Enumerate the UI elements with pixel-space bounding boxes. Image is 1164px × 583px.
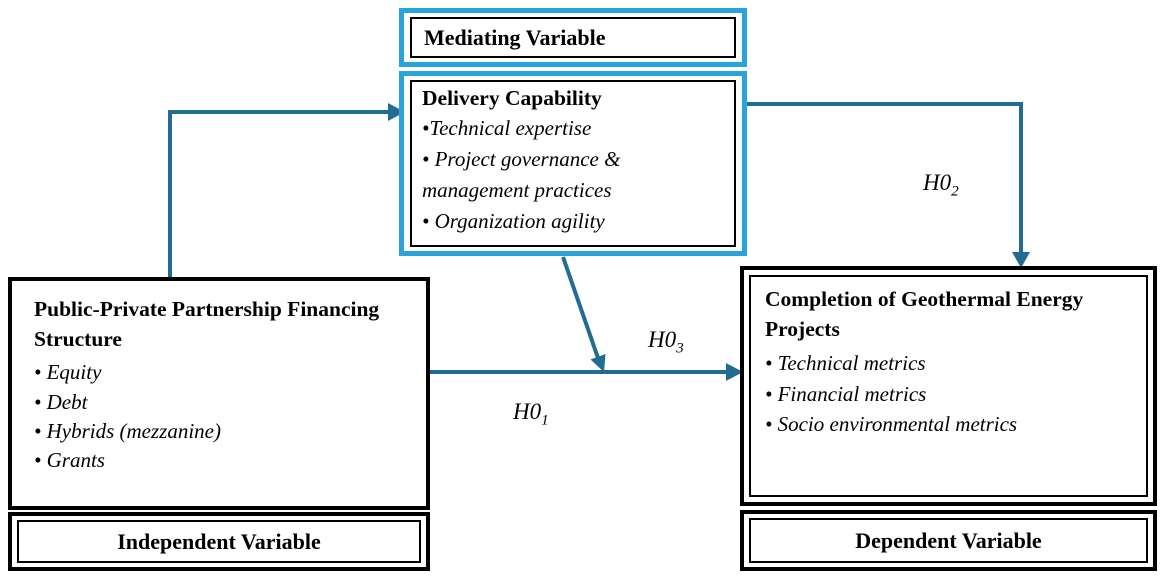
mediating-variable-header-label: Mediating Variable xyxy=(410,17,736,58)
hypothesis-h02-base: H0 xyxy=(923,170,952,195)
independent-variable-title: Public-Private Partnership Financing Str… xyxy=(34,297,380,351)
bullet-item: • Debt xyxy=(34,389,88,414)
hypothesis-h02-subscript: 2 xyxy=(951,182,959,200)
bullet-item: • Equity xyxy=(34,360,102,385)
bullet-item: • Socio environmental metrics xyxy=(765,411,1018,436)
bullet-item: • Technical metrics xyxy=(765,351,926,376)
hypothesis-h01-label: H01 xyxy=(513,399,549,430)
bullet-item: • Financial metrics xyxy=(765,381,927,406)
independent-variable-label: Independent Variable xyxy=(17,520,421,563)
bullet-item: • Grants xyxy=(34,448,105,473)
hypothesis-h01-subscript: 1 xyxy=(541,411,549,429)
independent-variable-label-box: Independent Variable xyxy=(8,512,430,571)
dependent-variable-box: Completion of Geothermal Energy Projects… xyxy=(740,266,1157,506)
bullet-item: • Organization agility xyxy=(422,208,605,233)
dependent-variable-label-box: Dependent Variable xyxy=(740,510,1157,571)
hypothesis-h01-base: H0 xyxy=(513,399,542,424)
arrow-mediator-to-path xyxy=(561,256,600,359)
hypothesis-h03-label: H03 xyxy=(648,327,684,358)
bullet-item: • Hybrids (mezzanine) xyxy=(34,419,221,444)
arrow-iv-to-mediator xyxy=(168,110,390,277)
delivery-capability-box: Delivery Capability •Technical expertise… xyxy=(399,71,747,256)
delivery-capability-content: Delivery Capability •Technical expertise… xyxy=(410,80,736,247)
arrow-mediator-to-dv xyxy=(747,102,1023,254)
dependent-variable-content: Completion of Geothermal Energy Projects… xyxy=(749,275,1148,497)
bullet-item: • Project governance & management practi… xyxy=(422,146,621,202)
arrow-mediator-to-path-head xyxy=(590,354,606,372)
delivery-capability-title: Delivery Capability xyxy=(422,86,602,110)
dependent-variable-title: Completion of Geothermal Energy Projects xyxy=(765,287,1084,341)
independent-variable-box: Public-Private Partnership Financing Str… xyxy=(8,277,430,510)
hypothesis-h02-label: H02 xyxy=(923,170,959,201)
mediating-variable-header-box: Mediating Variable xyxy=(399,8,747,67)
dependent-variable-label: Dependent Variable xyxy=(749,518,1148,563)
hypothesis-h03-subscript: 3 xyxy=(676,339,684,357)
hypothesis-h03-base: H0 xyxy=(648,327,677,352)
bullet-item: •Technical expertise xyxy=(422,115,592,140)
